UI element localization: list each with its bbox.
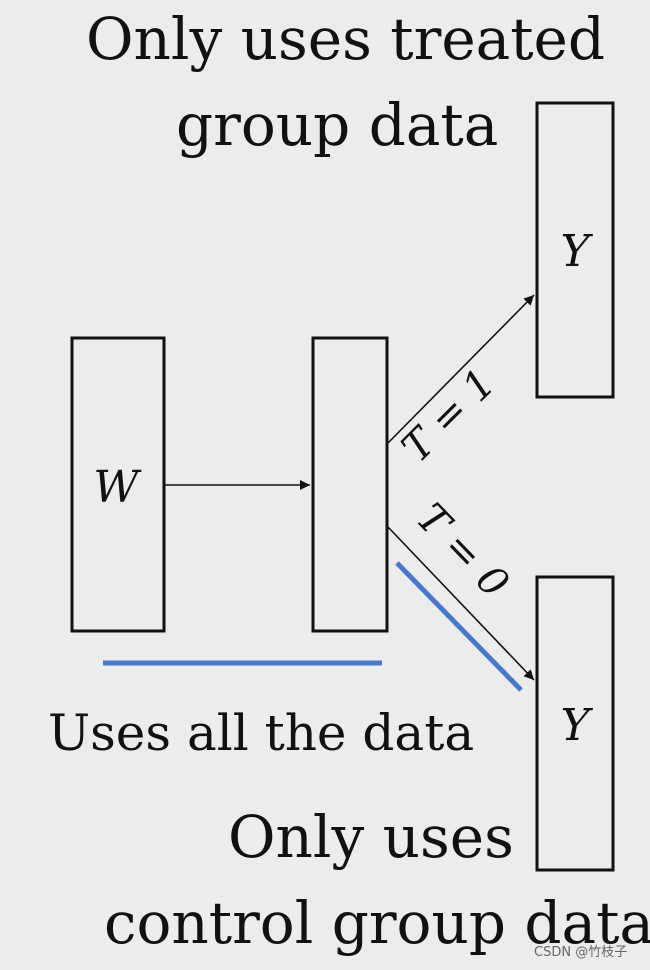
w-label: W [93, 462, 142, 513]
t1-label: T = 1 [393, 360, 504, 471]
treated-caption-line2: group data [176, 91, 499, 159]
y-control-label: Y [560, 700, 593, 751]
control-caption-line1: Only uses [228, 803, 514, 871]
treated-caption-line1: Only uses treated [86, 5, 605, 73]
t1-arrow [387, 294, 535, 444]
watermark: CSDN @竹枝子 [534, 945, 628, 960]
control-branch-highlight [395, 561, 523, 692]
t0-arrow [387, 526, 535, 681]
control-caption-line2: control group data [104, 889, 650, 957]
all-data-caption: Uses all the data [48, 704, 475, 762]
representation-box [311, 336, 389, 633]
y-treated-box [535, 101, 615, 399]
y-control-box [535, 575, 615, 872]
y-treated-label: Y [560, 226, 593, 277]
